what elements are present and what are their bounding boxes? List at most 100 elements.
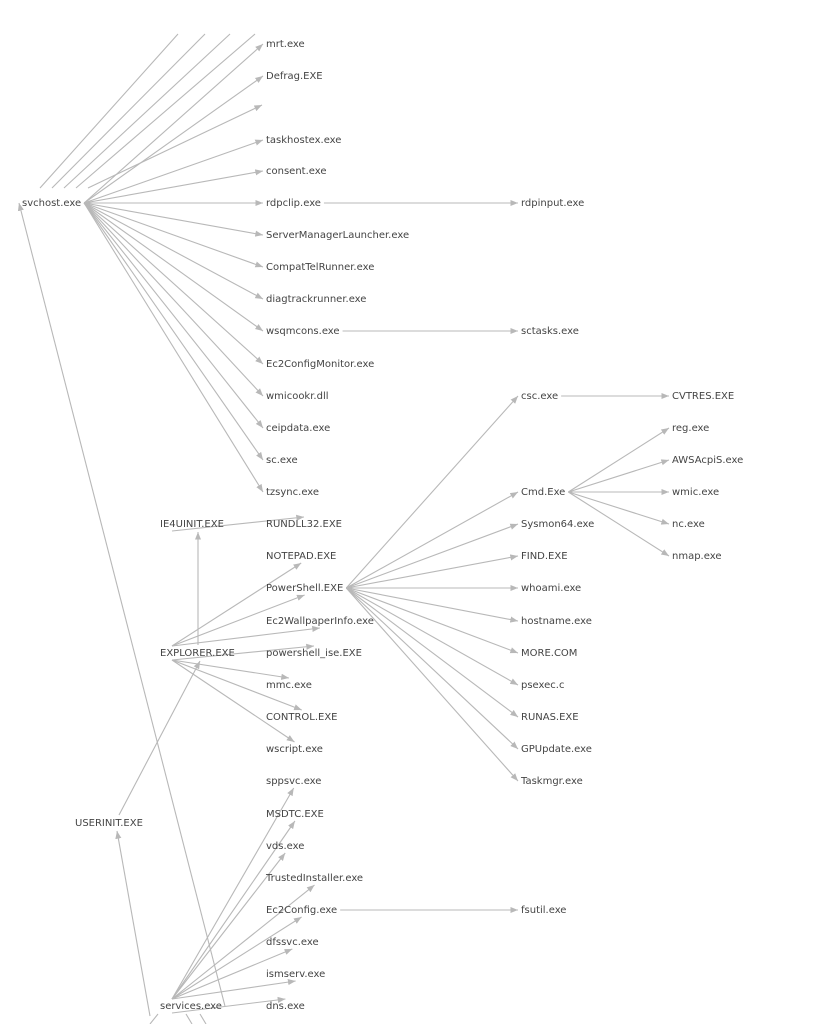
edge-services-to-msdtc [171,820,296,1000]
edge-offscreen-bottom-2 [185,1013,193,1024]
node-more: MORE.COM [521,648,577,659]
edge-powershell-to-gpupdate [345,587,519,750]
node-taskhostex: taskhostex.exe [266,135,341,146]
node-rdpclip: rdpclip.exe [266,198,321,209]
node-rdpinput: rdpinput.exe [521,198,584,209]
edge-cmd-to-nmap [568,491,670,557]
node-find: FIND.EXE [521,551,568,562]
edge-cmd-to-awsacpis [568,459,670,493]
edge-services-to-ec2config [171,916,302,1000]
node-awsacpis: AWSAcpiS.exe [672,455,743,466]
edge-powershell-to-cmd [346,491,519,589]
edge-services-to-dns [171,996,286,1014]
node-whoami: whoami.exe [521,583,581,594]
edge-offscreen-4 [75,33,256,189]
node-wsqmcons: wsqmcons.exe [266,326,340,337]
node-vds: vds.exe [266,841,304,852]
edge-explorer-to-powershell-ise [171,643,315,661]
edge-offscreen-bottom-1 [149,1013,159,1024]
node-mmc: mmc.exe [266,680,312,691]
edge-svchost-to-ceipdata [83,202,264,429]
node-nmap: nmap.exe [672,551,721,562]
edge-explorer-to-wscript [171,659,295,743]
edge-svchost-to-defrag [83,75,264,204]
node-trustedinstaller: TrustedInstaller.exe [265,873,363,884]
edge-powershell-to-taskmgr [345,587,519,782]
node-powershell: PowerShell.EXE [266,583,343,594]
edge-explorer-to-mmc [171,659,290,680]
edge-services-to-userinit [115,830,151,1017]
edge-powershell-to-runas [345,587,519,718]
edge-services-to-vds [171,852,286,1000]
edge-svchost-to-consent [84,169,264,204]
edge-svchost-to-tzsync [83,202,264,493]
edge-explorer-to-ec2wallpaperinfo [171,625,321,647]
edge-svchost-to-sc [83,202,264,461]
edge-offscreen-bottom-3 [199,1013,207,1024]
edge-powershell-to-psexec [346,587,519,686]
node-wmic: wmic.exe [672,487,719,498]
node-control: CONTROL.EXE [266,712,338,723]
node-fsutil: fsutil.exe [521,905,566,916]
node-layer: svchost.exemrt.exeDefrag.EXEtaskhostex.e… [22,39,743,1012]
node-sppsvc: sppsvc.exe [266,776,321,787]
edge-powershell-to-csc [345,395,519,589]
node-consent: consent.exe [266,166,327,177]
node-taskmgr: Taskmgr.exe [520,776,583,787]
edge-layer [17,33,670,1024]
edge-userinit-to-explorer [118,660,201,816]
node-reg: reg.exe [672,423,709,434]
edge-explorer-to-notepad [171,562,302,647]
node-rundll32: RUNDLL32.EXE [266,519,342,530]
node-msdtc: MSDTC.EXE [266,809,324,820]
node-sctasks: sctasks.exe [521,326,579,337]
node-userinit: USERINIT.EXE [75,818,143,829]
edge-svchost-to-wmicookr [83,202,264,397]
edge-svchost-to-compattelrunner [83,202,264,268]
edge-powershell-to-more [346,587,519,654]
edge-explorer-to-control [171,659,302,711]
edge-services-to-svchost [17,202,226,1007]
node-compattelrunner: CompatTelRunner.exe [266,262,374,273]
node-svchost: svchost.exe [22,198,81,209]
node-csc: csc.exe [521,391,558,402]
node-tzsync: tzsync.exe [266,487,319,498]
node-dfssvc: dfssvc.exe [266,937,319,948]
node-mrt: mrt.exe [266,39,305,50]
edge-services-to-sppsvc [171,787,295,1000]
node-explorer: EXPLORER.EXE [160,648,235,659]
node-sysmon64: Sysmon64.exe [521,519,594,530]
edge-services-to-dfssvc [171,948,293,1000]
node-notepad: NOTEPAD.EXE [266,551,336,562]
edge-offscreen-5 [87,104,263,189]
node-ismserv: ismserv.exe [266,969,325,980]
edge-cmd-to-nc [568,491,670,525]
node-cvtres: CVTRES.EXE [672,391,734,402]
node-ec2wallpaperinfo: Ec2WallpaperInfo.exe [266,616,374,627]
edge-offscreen-3 [63,33,231,189]
node-hostname: hostname.exe [521,616,592,627]
node-services: services.exe [160,1001,222,1012]
node-gpupdate: GPUpdate.exe [521,744,592,755]
node-cmd: Cmd.Exe [521,487,565,498]
edge-svchost-to-diagtrackrunner [83,202,264,300]
edge-services-to-trustedinstaller [171,884,315,1000]
edge-ie4uinit-to-rundll32 [171,514,305,532]
edge-svchost-to-taskhostex [83,139,264,204]
node-servermanagerlauncher: ServerManagerLauncher.exe [266,230,409,241]
node-nc: nc.exe [672,519,705,530]
node-psexec: psexec.c [521,680,564,691]
edge-offscreen-2 [51,33,206,189]
node-wmicookr: wmicookr.dll [266,391,329,402]
edge-powershell-to-find [346,554,519,589]
edge-explorer-to-powershell [171,594,305,647]
node-wscript: wscript.exe [266,744,323,755]
edge-svchost-to-wsqmcons [83,202,264,332]
node-ec2configmonitor: Ec2ConfigMonitor.exe [266,359,374,370]
node-ec2config: Ec2Config.exe [266,905,337,916]
node-dns: dns.exe [266,1001,305,1012]
edge-svchost-to-mrt [83,43,264,204]
node-diagtrackrunner: diagtrackrunner.exe [266,294,366,305]
node-ceipdata: ceipdata.exe [266,423,330,434]
